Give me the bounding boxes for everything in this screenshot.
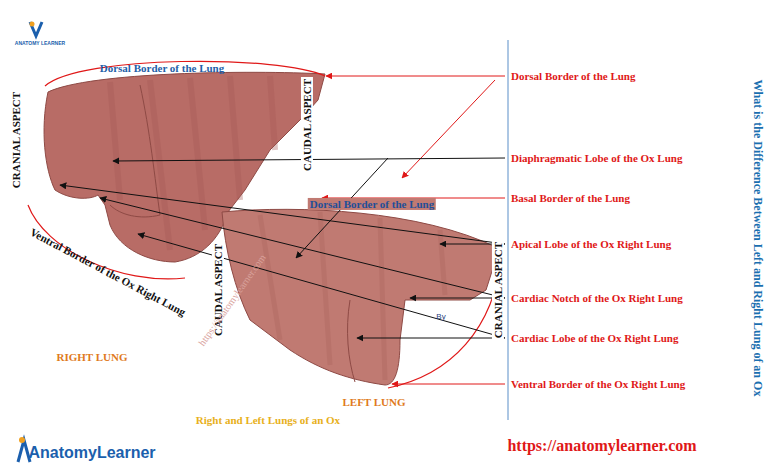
aspect-label: CRANIAL ASPECT — [492, 240, 504, 340]
lung-texture — [260, 212, 445, 380]
leader-line — [410, 298, 505, 299]
logo-icon — [18, 437, 30, 462]
aspect-label: CAUDAL ASPECT — [301, 77, 313, 173]
callout-label: Diaphragmatic Lobe of the Ox Lung — [511, 152, 682, 164]
aspect-label: CRANIAL ASPECT — [10, 90, 22, 190]
leader-line — [402, 80, 495, 178]
website-url: https://anatomylearner.com — [507, 437, 696, 455]
border-bracket — [388, 252, 502, 388]
part-label: Dorsal Border of the Lung — [308, 198, 436, 210]
logo-text: AnatomyLearner — [28, 444, 155, 462]
border-bracket — [45, 61, 325, 86]
callout-label: Basal Border of the Lung — [511, 192, 630, 204]
lung-name: RIGHT LUNG — [56, 351, 127, 363]
leader-line — [357, 338, 505, 339]
page-title: What is the Difference Between Left and … — [750, 80, 763, 397]
lung-name: LEFT LUNG — [342, 396, 405, 408]
callout-label: Dorsal Border of the Lung — [511, 70, 635, 82]
logo-icon — [30, 22, 43, 37]
lobe-line — [348, 300, 355, 382]
leader-line — [326, 76, 505, 77]
callout-label: Cardiac Notch of the Ox Right Lung — [511, 292, 683, 304]
logo-text: ANATOMY LEARNER — [15, 41, 65, 47]
leader-line — [60, 185, 505, 244]
part-label: Dorsal Border of the Lung — [100, 62, 224, 74]
leader-line — [392, 384, 505, 385]
watermark: By — [436, 313, 445, 322]
leader-line — [100, 198, 505, 298]
callout-label: Apical Lobe of the Ox Right Lung — [511, 238, 671, 250]
callout-label: Cardiac Lobe of the Ox Right Lung — [511, 332, 678, 344]
divider-line — [508, 40, 509, 420]
figure-caption: Right and Left Lungs of an Ox — [196, 414, 340, 426]
leader-line — [138, 234, 505, 338]
callout-label: Ventral Border of the Ox Right Lung — [511, 378, 685, 390]
